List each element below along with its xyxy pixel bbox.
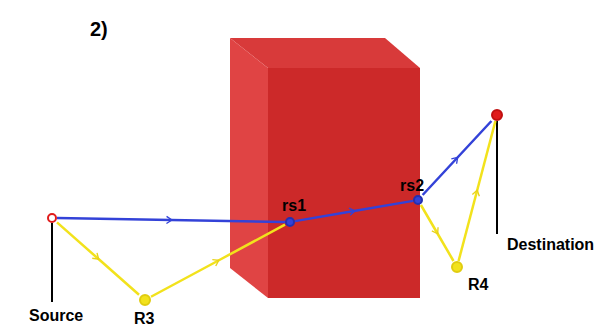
- point-marker: Source: [47, 213, 57, 223]
- signal-path: [421, 205, 454, 261]
- point-label: rs1: [282, 197, 306, 215]
- signal-path: [57, 218, 285, 222]
- signal-path: [459, 121, 496, 261]
- point-marker: rs1: [285, 217, 295, 227]
- figure-number: 2): [90, 18, 108, 41]
- point-marker: rs2: [413, 195, 423, 205]
- box-front-face: [268, 68, 420, 298]
- point-marker: Destination: [491, 109, 503, 121]
- point-label: Destination: [507, 236, 594, 254]
- point-label: R3: [134, 310, 154, 328]
- point-marker: R4: [451, 261, 463, 273]
- point-label: R4: [468, 276, 488, 294]
- signal-path: [57, 222, 139, 294]
- point-label: rs2: [400, 177, 424, 195]
- point-marker: R3: [139, 294, 151, 306]
- source-stand: [51, 223, 53, 302]
- signal-path: [295, 201, 413, 221]
- destination-stand: [496, 121, 498, 234]
- point-label: Source: [29, 307, 83, 325]
- signal-path: [423, 121, 492, 195]
- signal-path: [151, 225, 285, 297]
- box-left-face: [230, 38, 268, 298]
